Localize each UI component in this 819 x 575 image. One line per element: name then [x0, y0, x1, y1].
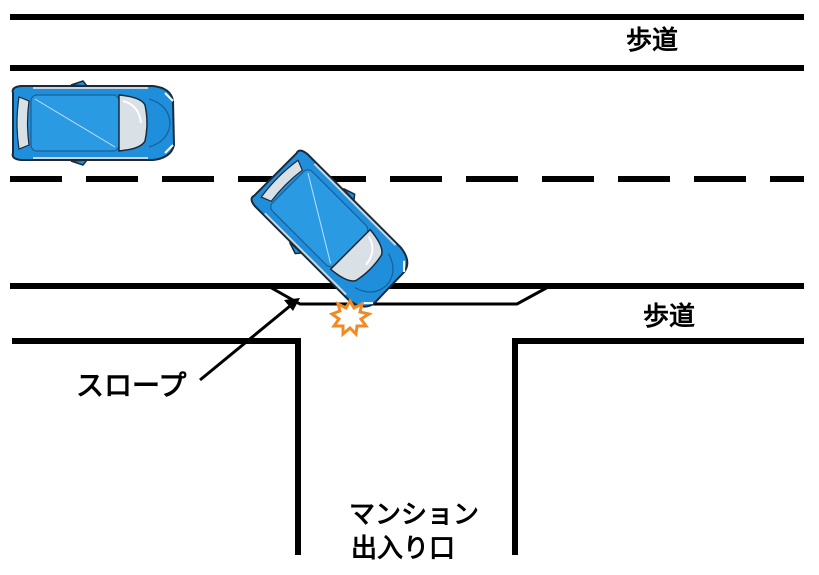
- entrance-label-line1: マンション: [349, 500, 480, 530]
- car-left-icon: [11, 80, 176, 166]
- car-turning-icon: [244, 143, 420, 319]
- collision-burst-icon: [328, 297, 373, 338]
- sidewalk-label-top: 歩道: [626, 26, 679, 56]
- entrance-wall-left: [12, 338, 301, 555]
- slope-label: スロープ: [76, 369, 187, 402]
- sidewalk-label-bottom: 歩道: [643, 302, 696, 332]
- slope-pointer-arrow: [199, 304, 291, 382]
- entrance-label-line2: 出入り口: [351, 534, 456, 564]
- slope-pointer-arrowhead: [284, 298, 300, 311]
- slope-outline: [267, 284, 551, 306]
- entrance-wall-right: [512, 338, 804, 555]
